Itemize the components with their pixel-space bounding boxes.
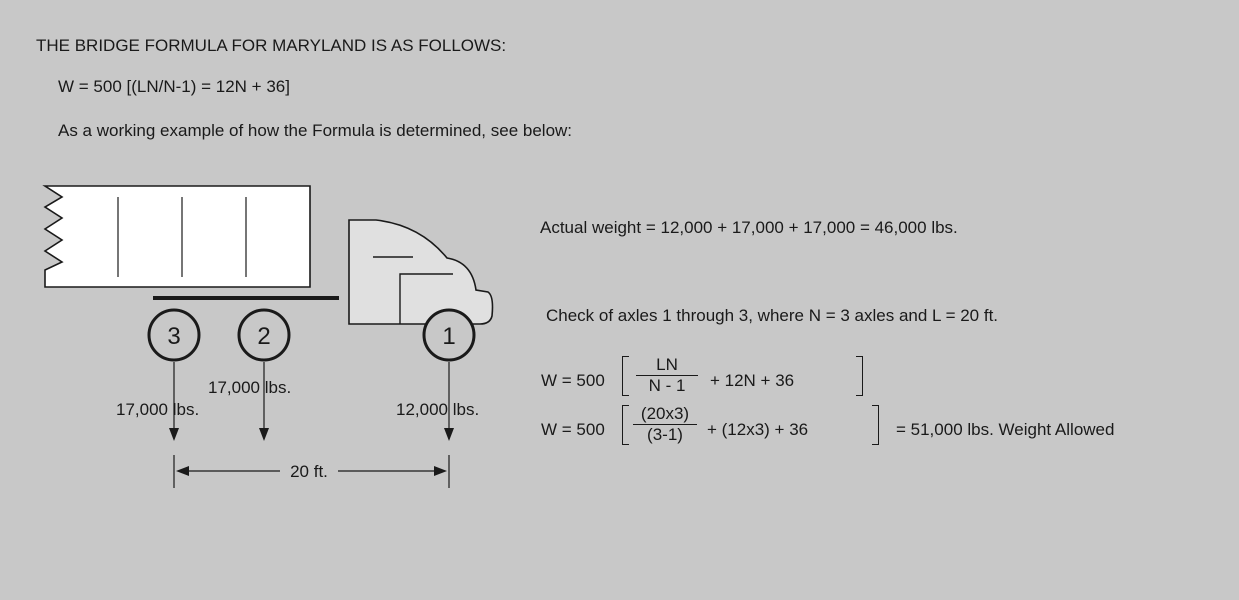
equation-1-left-bracket	[622, 356, 629, 396]
equation-2-rest: + (12x3) + 36	[707, 420, 809, 439]
axle-1-number: 1	[442, 323, 455, 350]
distance-dimension	[173, 455, 450, 488]
axle-1-load: 12,000 lbs.	[396, 400, 479, 419]
axle-2-load: 17,000 lbs.	[208, 378, 291, 397]
trailer	[42, 185, 311, 288]
heading: THE BRIDGE FORMULA FOR MARYLAND IS AS FO…	[36, 36, 507, 55]
equation-1-fraction: LN N - 1	[636, 355, 698, 396]
equation-1-denominator: N - 1	[636, 375, 698, 396]
equation-1-right-bracket	[856, 356, 863, 396]
equation-1-label: W = 500	[541, 371, 605, 390]
axle-3: 3 17,000 lbs.	[116, 308, 201, 441]
axle-1: 1 12,000 lbs.	[396, 308, 479, 441]
intro-text: As a working example of how the Formula …	[58, 121, 573, 140]
axle-2: 2 17,000 lbs.	[208, 308, 291, 441]
equation-2-right-bracket	[872, 405, 879, 445]
axle-3-number: 3	[167, 323, 180, 350]
equation-2-denominator: (3-1)	[633, 424, 697, 445]
cab-details	[373, 256, 453, 324]
equation-2-result: = 51,000 lbs. Weight Allowed	[896, 420, 1115, 439]
axle-3-load: 17,000 lbs.	[116, 400, 199, 419]
frame-bar	[153, 296, 339, 300]
check-axles-text: Check of axles 1 through 3, where N = 3 …	[546, 306, 999, 325]
actual-weight-text: Actual weight = 12,000 + 17,000 + 17,000…	[540, 218, 958, 237]
equation-2-fraction: (20x3) (3-1)	[633, 404, 697, 445]
equation-2-label: W = 500	[541, 420, 605, 439]
equation-2-numerator: (20x3)	[640, 404, 690, 423]
trailer-panel-lines	[117, 197, 247, 277]
truck-cab	[348, 219, 494, 325]
equation-1-rest: + 12N + 36	[710, 371, 795, 390]
distance-label: 20 ft.	[290, 462, 328, 481]
equation-1-numerator: LN	[656, 355, 678, 374]
axle-2-number: 2	[257, 323, 270, 350]
equation-2-left-bracket	[622, 405, 629, 445]
formula-line: W = 500 [(LN/N-1) = 12N + 36]	[58, 77, 290, 96]
